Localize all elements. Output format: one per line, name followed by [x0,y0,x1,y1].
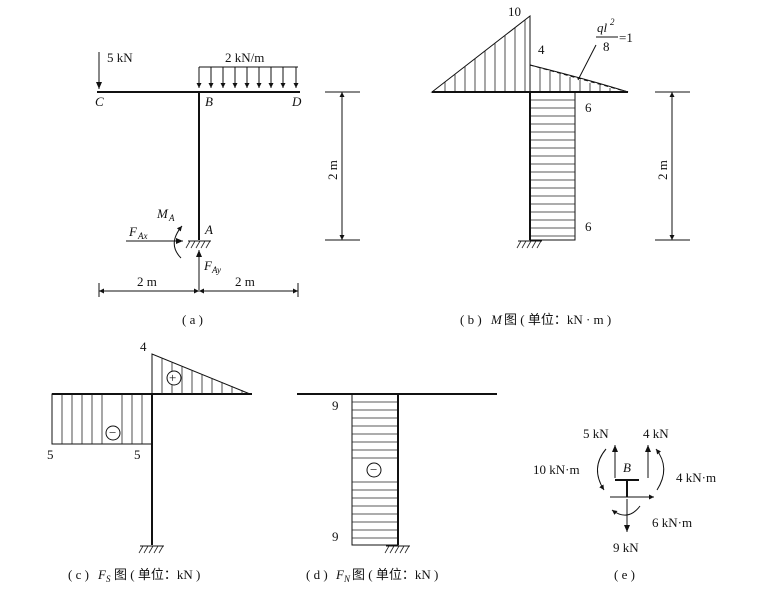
formula-equals: =1 [619,30,633,45]
caption-c-sub: S [106,574,111,584]
moment-4-label: 4 kN·m [676,470,716,485]
moment-6-arrow [611,505,641,516]
formula-numerator: ql [597,20,608,35]
moment-ma-arrow [173,225,183,259]
caption-c-suffix: 图 ( 单位：kN ) [114,567,200,582]
moment-val-10: 10 [508,4,521,19]
support-c-hatch [138,545,164,554]
shear-negative-hatch [61,394,143,444]
moment-column-rect [529,91,576,241]
moment-col-bottom: 6 [585,219,592,234]
sign-negative-circle-d [366,462,382,478]
caption-c-sym: F [97,567,107,582]
force-fax-label: F [128,224,138,239]
caption-d-prefix: ( d ) [306,567,328,582]
node-b-label: B [205,94,213,109]
dim-horizontal-a [98,283,299,297]
axial-val-top: 9 [332,398,339,413]
formula-leader [577,44,597,81]
node-d-label: D [291,94,302,109]
shear-positive-triangle [151,353,251,395]
support-a-hatch [185,240,211,249]
dim-height-a [325,91,360,241]
support-d-hatch [384,545,410,554]
shear-val-4: 4 [140,339,147,354]
moment-10-label: 10 kN·m [533,462,580,477]
moment-left-hatch [444,20,526,92]
dim-height-b-label: 2 m [655,160,670,180]
caption-b-sym: M [490,312,503,327]
force-5kn-label: 5 kN [583,426,609,441]
dim-height-b [655,91,690,241]
dim-height-label: 2 m [325,160,340,180]
moment-column-hatch [530,99,575,237]
moment-6-label: 6 kN·m [652,515,692,530]
sign-positive: + [169,370,176,385]
moment-col-top: 6 [585,100,592,115]
force-4kn-label: 4 kN [643,426,669,441]
sign-negative-d: − [370,462,377,477]
caption-b-suffix: 图 ( 单位：kN · m ) [504,312,611,327]
caption-e: ( e ) [614,567,635,582]
axial-hatch [352,401,398,539]
support-b-hatch [516,240,542,249]
caption-b-prefix: ( b ) [460,312,482,327]
caption-a: ( a ) [182,312,203,327]
dim-right-label: 2 m [235,274,255,289]
panel-e: B 5 kN 4 kN 10 kN·m 4 kN·m 6 kN·m 9 kN (… [533,426,716,582]
force-9kn-label: 9 kN [613,540,639,555]
joint-b-label: B [623,460,631,475]
dist-load-arrows [196,67,299,88]
caption-d-suffix: 图 ( 单位：kN ) [352,567,438,582]
sign-negative-circle-c [105,425,121,441]
sign-negative-c: − [109,425,116,440]
moment-right-hatch [539,68,611,92]
caption-d-sym: F [335,567,345,582]
moment-4-arrow [655,448,665,491]
shear-val-5-left: 5 [47,447,54,462]
shear-positive-hatch [161,358,243,394]
caption-d-sub: N [343,574,351,584]
force-fax-sub: Ax [137,231,148,241]
force-fay-label: F [203,258,213,273]
moment-10-arrow [597,448,607,491]
axial-val-bottom: 9 [332,529,339,544]
moment-val-4: 4 [538,42,545,57]
caption-c-prefix: ( c ) [68,567,89,582]
dist-load-label: 2 kN/m [225,50,264,65]
point-load-label: 5 kN [107,50,133,65]
panel-c: + − 4 5 5 ( c ) F S 图 ( 单位：kN ) [47,339,252,584]
node-a-label: A [204,222,213,237]
sign-positive-circle [166,370,182,386]
panel-d: − 9 9 ( d ) F N 图 ( 单位：kN ) [297,393,497,584]
formula-denominator: 8 [603,39,610,54]
panel-b: 10 4 ql 2 8 =1 6 6 2 m ( b ) M 图 ( 单位：kN… [430,4,690,327]
moment-ma-label: M [156,206,169,221]
dim-left-label: 2 m [137,274,157,289]
panel-a: 5 kN 2 kN/m C B D A F Ax [95,50,360,327]
formula-numerator-exp: 2 [610,17,615,27]
force-fay-sub: Ay [211,265,221,275]
shear-val-5-mid: 5 [134,447,141,462]
moment-ma-sub: A [168,213,175,223]
node-c-label: C [95,94,104,109]
